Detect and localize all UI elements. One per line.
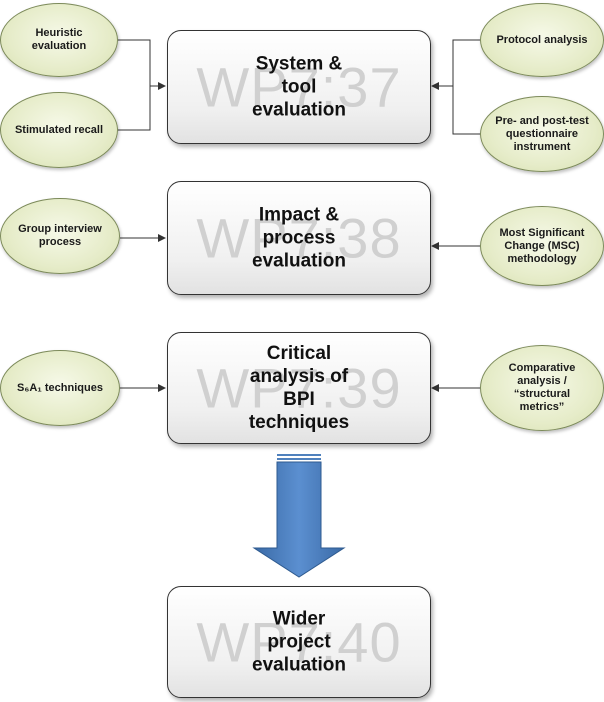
wp-box-system-tool-evaluation: WP7:37 System & tool evaluation bbox=[167, 30, 431, 144]
box-title: Impact & process evaluation bbox=[252, 204, 346, 272]
right-input-comparative-analysis: Comparative analysis / “structural metri… bbox=[480, 345, 604, 431]
left-input-heuristic-evaluation: Heuristic evaluation bbox=[0, 3, 118, 77]
left-input-stimulated-recall: Stimulated recall bbox=[0, 92, 118, 168]
wp-box-wider-project-evaluation: WP7:40 Wider project evaluation bbox=[167, 586, 431, 698]
connector-heuristic bbox=[118, 39, 151, 86]
wp-box-critical-analysis: WP7:39 Critical analysis of BPI techniqu… bbox=[167, 332, 431, 444]
down-arrow-icon bbox=[252, 454, 346, 578]
box-title: System & tool evaluation bbox=[252, 53, 346, 121]
connector-questionnaire bbox=[452, 86, 480, 135]
left-input-group-interview: Group interview process bbox=[0, 198, 120, 274]
watermark-text: WP7:39 bbox=[196, 356, 402, 420]
box-title: Wider project evaluation bbox=[252, 608, 346, 676]
wp-box-impact-process-evaluation: WP7:38 Impact & process evaluation bbox=[167, 181, 431, 295]
box-title: Critical analysis of BPI techniques bbox=[248, 343, 350, 433]
watermark-text: WP7:37 bbox=[196, 55, 402, 119]
left-input-s6a1-techniques: S₆A₁ techniques bbox=[0, 350, 120, 426]
right-input-questionnaire: Pre- and post-test questionnaire instrum… bbox=[480, 96, 604, 172]
connector-protocol bbox=[452, 39, 480, 86]
watermark-text: WP7:38 bbox=[196, 206, 402, 270]
watermark-text: WP7:40 bbox=[196, 610, 402, 674]
right-input-protocol-analysis: Protocol analysis bbox=[480, 3, 604, 77]
connector-stimulated-recall bbox=[118, 86, 151, 131]
right-input-msc-methodology: Most Significant Change (MSC) methodolog… bbox=[480, 206, 604, 286]
